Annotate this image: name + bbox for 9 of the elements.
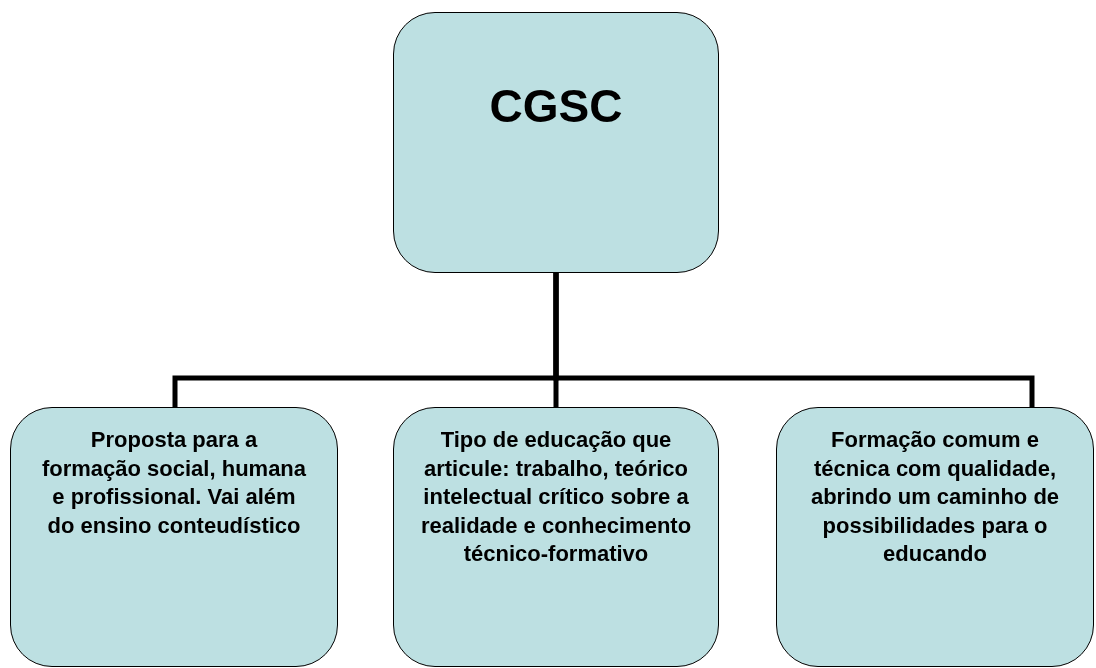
content-box <box>776 407 1094 667</box>
title-text: CGSC <box>488 79 624 134</box>
content-box <box>393 407 719 667</box>
connector-line <box>553 273 1035 407</box>
title-box <box>393 12 719 273</box>
box-text: Formação comum e técnica com qualidade, abrindo um caminho de possibilidades para o educando <box>809 426 1061 569</box>
content-box <box>10 407 338 667</box>
box-text: Proposta para a formação social, humana e profissional. Vai além do ensino conteudístico <box>41 426 307 540</box>
box-text: Tipo de educação que articule: trabalho, teórico intelectual crítico sobre a realidade e conhecimento técnico-formativo <box>419 426 693 569</box>
